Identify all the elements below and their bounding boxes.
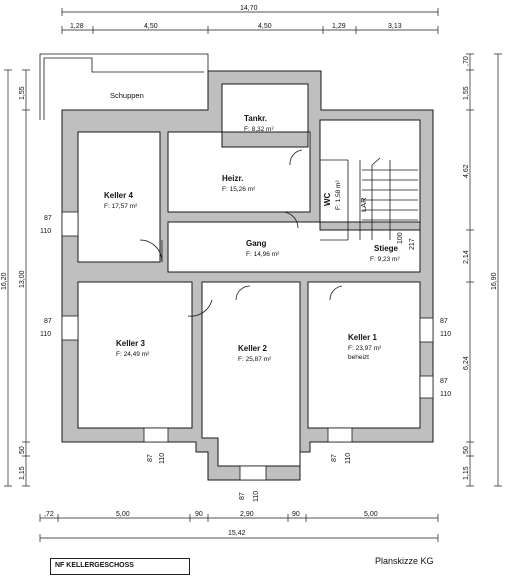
dim-bottom-overall: 15,42 — [228, 530, 246, 537]
walls — [61, 70, 434, 481]
dim-top-seg-2: 4,50 — [144, 23, 158, 30]
wall-mass — [61, 70, 434, 481]
window-keller1-a: 87 — [331, 454, 338, 462]
room-keller4-name: Keller 4 — [104, 191, 133, 200]
dim-top-seg-1: 1,28 — [70, 23, 84, 30]
room-tankr-area: F: 8,32 m² — [244, 126, 274, 133]
room-stiege-name: Stiege — [374, 244, 399, 253]
dim-right-seg-4: 2,14 — [463, 250, 470, 264]
title-box: NF KELLERGESCHOSS — [50, 558, 190, 575]
window-keller3-a: 87 — [147, 454, 154, 462]
dim-bottom-seg-3: 90 — [195, 511, 203, 518]
window-keller2-b: 110 — [253, 491, 260, 502]
room-wc-name: WC — [323, 192, 332, 206]
room-gang-area: F: 14,96 m² — [246, 251, 280, 258]
window-right-upper-b: 110 — [440, 331, 451, 338]
room-keller4-area: F: 17,57 m² — [104, 203, 138, 210]
dim-right-seg-7: 1,15 — [463, 466, 470, 480]
label-schuppen: Schuppen — [110, 91, 144, 100]
dim-left-inner: 13,00 — [19, 270, 26, 288]
dim-bottom-seg-6: 5,00 — [364, 511, 378, 518]
dims-right — [466, 53, 502, 487]
window-left-upper-b: 110 — [40, 228, 51, 235]
dim-right-seg-6: 50 — [463, 446, 470, 454]
dim-bottom-seg-2: 5,00 — [116, 511, 130, 518]
room-keller1-note: beheizt — [348, 354, 369, 361]
window-left-lower-a: 87 — [44, 318, 52, 325]
label-217: 217 — [409, 238, 416, 250]
dim-top-seg-5: 3,13 — [388, 23, 402, 30]
dim-top-seg-3: 4,50 — [258, 23, 272, 30]
window-left-upper-a: 87 — [44, 215, 52, 222]
room-keller2-name: Keller 2 — [238, 344, 267, 353]
dim-right-seg-5: 6,24 — [463, 356, 470, 370]
room-keller1-area: F: 23,97 m² — [348, 345, 382, 352]
dim-bottom-seg-5: 90 — [292, 511, 300, 518]
room-keller2-area: F: 25,87 m² — [238, 356, 272, 363]
dims-top — [61, 8, 439, 34]
room-tankr-name: Tankr. — [244, 114, 267, 123]
room-keller3-name: Keller 3 — [116, 339, 145, 348]
room-gang-name: Gang — [246, 239, 267, 248]
dim-top-seg-4: 1,29 — [332, 23, 346, 30]
schuppen-outline — [39, 53, 209, 120]
dim-bottom-seg-1: ,72 — [44, 511, 54, 518]
room-keller1-name: Keller 1 — [348, 333, 377, 342]
room-heizr-name: Heizr. — [222, 174, 243, 183]
dim-left-overall: 16,20 — [1, 272, 8, 290]
window-right-lower-a: 87 — [440, 378, 448, 385]
window-keller2-a: 87 — [239, 492, 246, 500]
dims-left — [4, 69, 30, 487]
title-box-text: NF KELLERGESCHOSS — [55, 562, 134, 569]
windows — [61, 211, 434, 481]
dim-right-overall: 16,90 — [491, 272, 498, 290]
label-100: 100 — [397, 232, 404, 244]
dim-top-overall: 14,70 — [240, 5, 258, 12]
dim-bottom-seg-4: 2,90 — [240, 511, 254, 518]
interior-lines — [139, 149, 418, 317]
dim-right-seg-1: ,70 — [463, 56, 470, 66]
window-keller3-b: 110 — [159, 453, 166, 464]
window-keller1-b: 110 — [345, 453, 352, 464]
dims-bottom — [39, 514, 439, 542]
label-lar: LAR — [359, 197, 368, 212]
plan-caption: Planskizze KG — [375, 556, 434, 566]
window-left-lower-b: 110 — [40, 331, 51, 338]
dim-left-top: 1,55 — [19, 86, 26, 100]
window-right-lower-b: 110 — [440, 391, 451, 398]
room-stiege-area: F: 9,23 m² — [370, 256, 400, 263]
room-wc-area: F: 1,58 m² — [335, 180, 342, 210]
window-right-upper-a: 87 — [440, 318, 448, 325]
dim-left-bottom-a: 1,15 — [19, 466, 26, 480]
dim-right-seg-3: 4,62 — [463, 164, 470, 178]
dim-left-bottom-b: 50 — [19, 446, 26, 454]
room-heizr-area: F: 15,26 m² — [222, 186, 256, 193]
room-keller3-area: F: 24,49 m² — [116, 351, 150, 358]
dim-right-seg-2: 1,55 — [463, 86, 470, 100]
